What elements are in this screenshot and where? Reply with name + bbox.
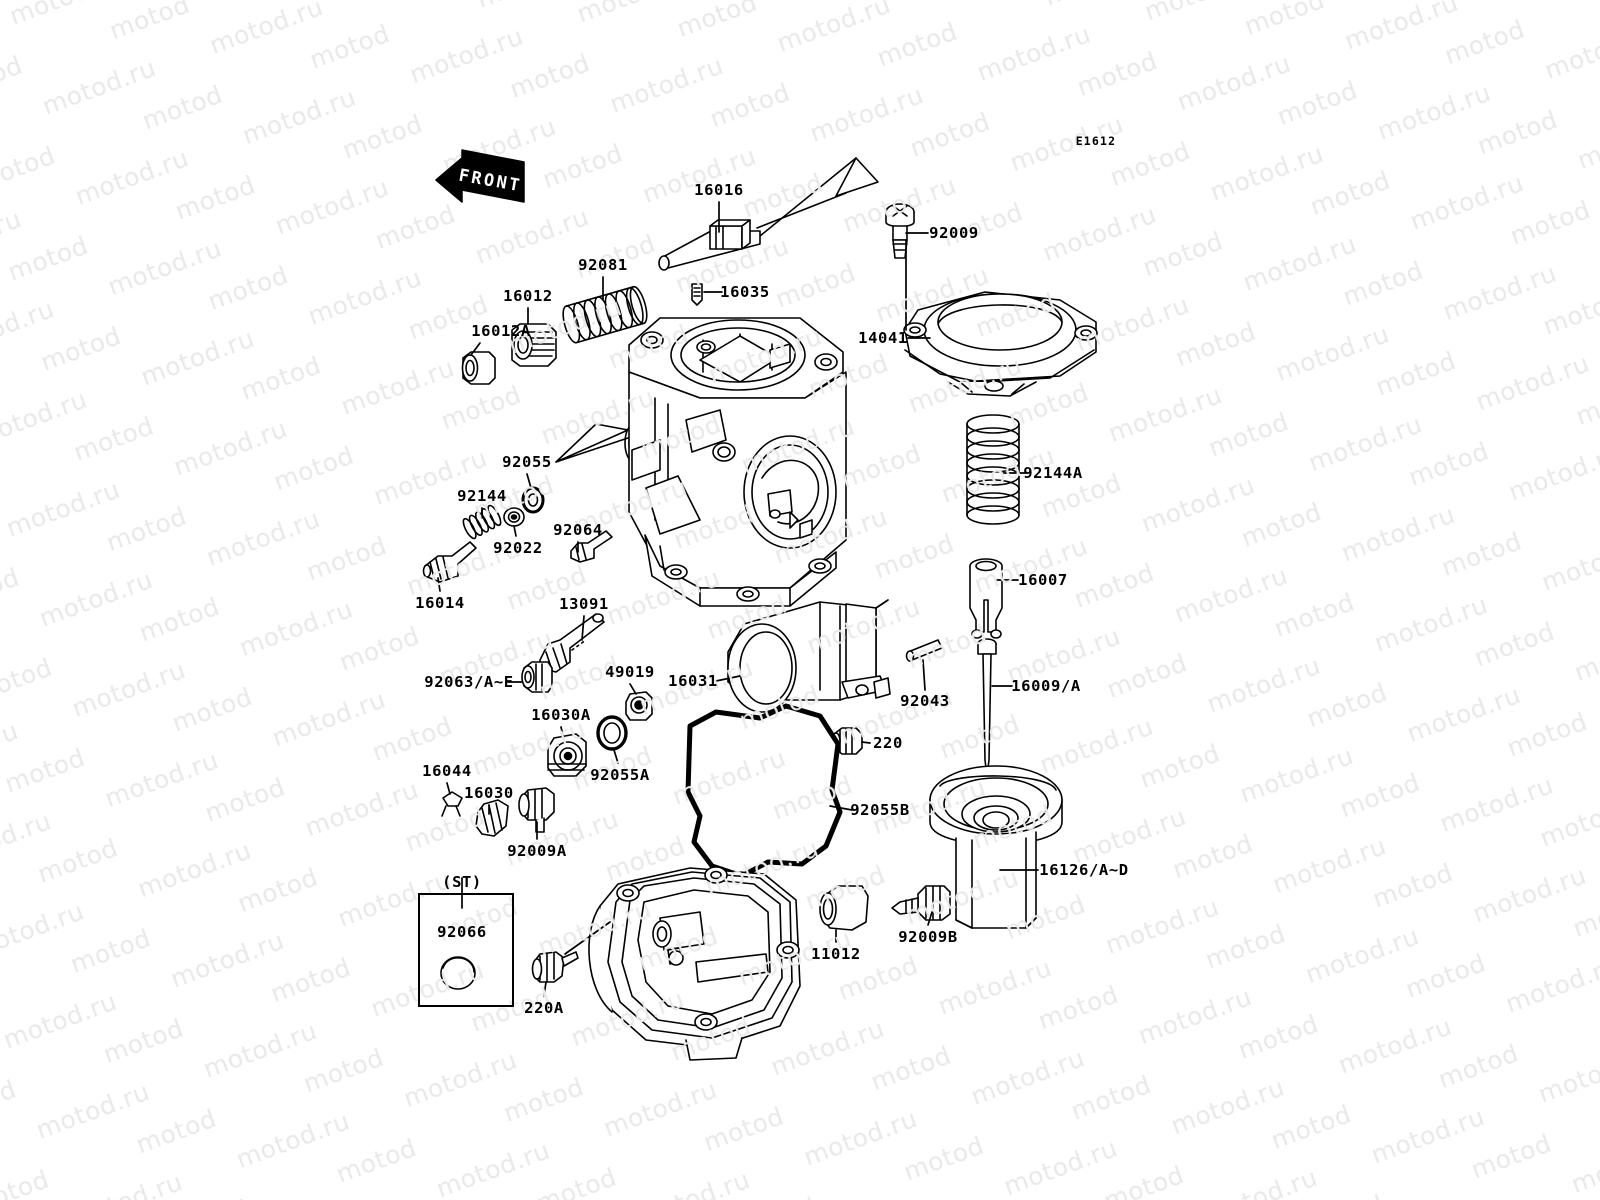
front-direction-marker: FRONT [432,146,528,218]
part-label-16126-a-d: 16126/A~D [1039,861,1129,879]
part-label-49019: 49019 [605,663,655,681]
part-label-92063-a-e: 92063/A~E [424,673,514,691]
part-label-92043: 92043 [900,692,950,710]
part-label-92144: 92144 [457,487,507,505]
part-label-92081: 92081 [578,256,628,274]
part-label-92022: 92022 [493,539,543,557]
part-label-220: 220 [873,734,903,752]
part-label-92066: 92066 [437,923,487,941]
part-label-16035: 16035 [720,283,770,301]
part-label-16030a: 16030A [531,706,591,724]
part-label-16016: 16016 [694,181,744,199]
part-label-16014: 16014 [415,594,465,612]
part-label-11012: 11012 [811,945,861,963]
part-label-92009: 92009 [929,224,979,242]
part-label-13091: 13091 [559,595,609,613]
part-label-16007: 16007 [1018,571,1068,589]
st-group-box [418,893,514,1007]
part-label-220a: 220A [524,999,564,1017]
part-label-92009b: 92009B [898,928,958,946]
part-label-16012a: 16012A [471,322,531,340]
part-label-16031: 16031 [668,672,718,690]
part-label-14041: 14041 [858,329,908,347]
part-label-16009-a: 16009/A [1011,677,1081,695]
part-label-92055: 92055 [502,453,552,471]
part-label-92144a: 92144A [1023,464,1083,482]
part-label-92009a: 92009A [507,842,567,860]
part-label-16044: 16044 [422,762,472,780]
part-label-16012: 16012 [503,287,553,305]
part-label-92055a: 92055A [590,766,650,784]
part-label-16030: 16030 [464,784,514,802]
part-label-92064: 92064 [553,521,603,539]
st-marker-label: (ST) [442,873,482,891]
part-label-92055b: 92055B [850,801,910,819]
diagram-code-label: E1612 [1075,134,1117,148]
